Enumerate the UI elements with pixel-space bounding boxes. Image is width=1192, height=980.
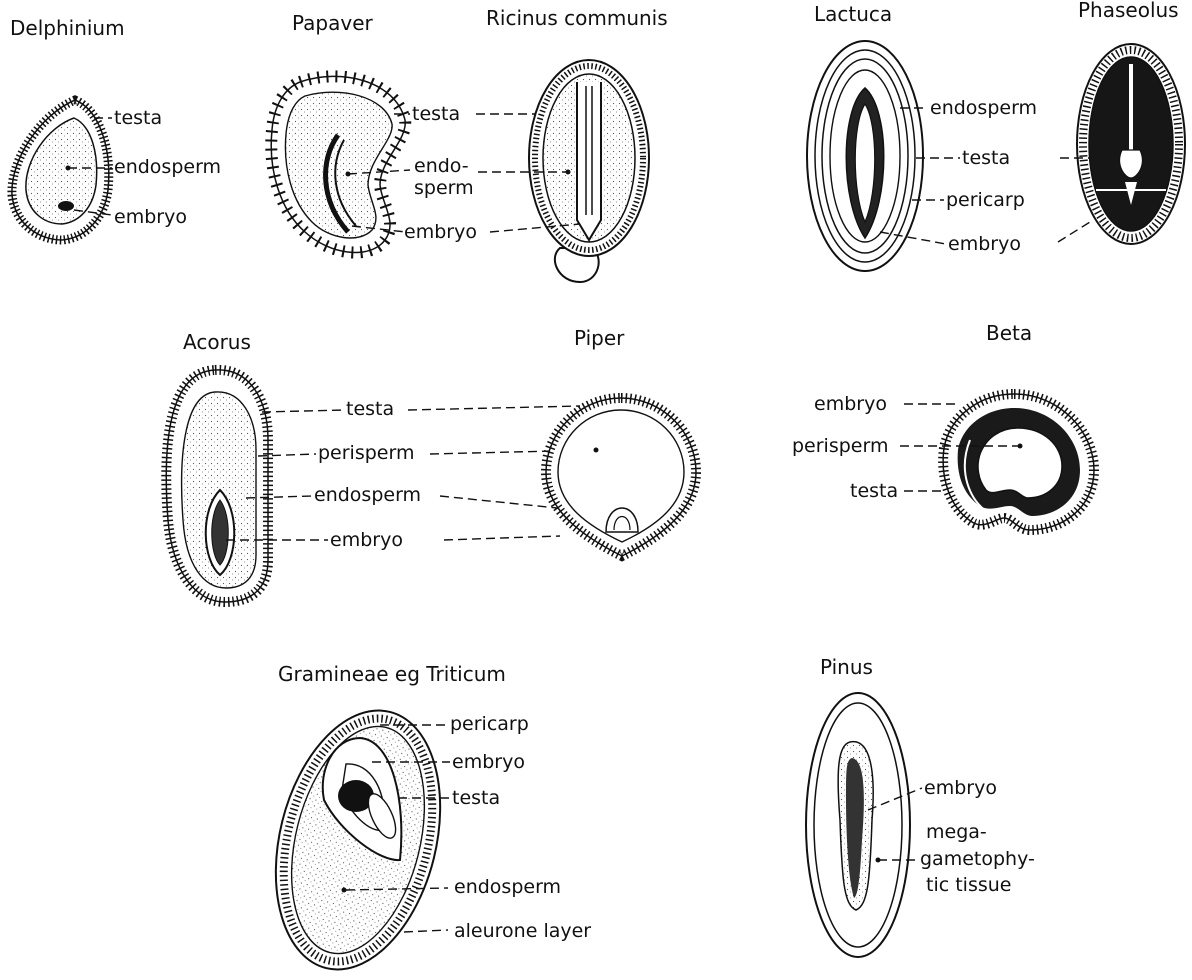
delphinium-title: Delphinium	[10, 16, 125, 40]
lactuca-label-pericarp: pericarp	[946, 189, 1025, 211]
triticum-seed	[250, 693, 465, 980]
beta-label-embryo: embryo	[814, 393, 887, 415]
papaver-panel: Papaver testa endo- sperm embryo	[271, 11, 477, 252]
acorus-label-endosperm: endosperm	[314, 484, 421, 506]
triticum-panel: Gramineae eg Triticum pericarp embryo te…	[250, 662, 591, 980]
lactuca-label-testa: testa	[962, 147, 1010, 169]
papaver-title: Papaver	[292, 11, 374, 35]
pinus-label-mega: mega-	[926, 821, 987, 843]
papaver-label-testa: testa	[412, 103, 460, 125]
beta-panel: Beta embryo perisperm testa	[792, 321, 1094, 530]
phaseolus-title: Phaseolus	[1078, 0, 1179, 22]
acorus-label-testa: testa	[346, 398, 394, 420]
acorus-label-perisperm: perisperm	[318, 442, 414, 464]
beta-label-testa: testa	[850, 480, 898, 502]
triticum-label-testa: testa	[452, 787, 500, 809]
pinus-title: Pinus	[820, 655, 873, 679]
lactuca-label-endosperm: endosperm	[930, 97, 1037, 119]
papaver-seed	[271, 76, 405, 252]
acorus-title: Acorus	[183, 330, 251, 354]
lactuca-label-embryo: embryo	[948, 233, 1021, 255]
papaver-label-embryo: embryo	[404, 221, 477, 243]
triticum-label-embryo: embryo	[452, 751, 525, 773]
papaver-label-endo: endo-	[414, 155, 469, 177]
delphinium-label-embryo: embryo	[114, 206, 187, 228]
beta-label-perisperm: perisperm	[792, 435, 888, 457]
lactuca-seed	[807, 41, 923, 271]
pinus-seed	[806, 693, 910, 957]
ricinus-panel: Ricinus communis	[476, 6, 668, 282]
delphinium-label-endosperm: endosperm	[114, 156, 221, 178]
pinus-label-gametophy: gametophy-	[920, 848, 1035, 870]
triticum-label-aleurone-layer: aleurone layer	[454, 920, 591, 942]
beta-title: Beta	[986, 321, 1032, 345]
piper-panel: Piper	[546, 326, 696, 556]
phaseolus-panel: Phaseolus	[1058, 0, 1185, 244]
papaver-label-sperm: sperm	[414, 177, 474, 199]
pinus-panel: Pinus embryo mega- gametophy- tic tissue	[806, 655, 1035, 957]
triticum-label-pericarp: pericarp	[450, 713, 529, 735]
ricinus-title: Ricinus communis	[486, 6, 668, 30]
piper-title: Piper	[574, 326, 625, 350]
triticum-title: Gramineae eg Triticum	[278, 662, 506, 686]
acorus-label-embryo: embryo	[330, 529, 403, 551]
pinus-label-tic-tissue: tic tissue	[926, 874, 1011, 896]
triticum-label-endosperm: endosperm	[454, 876, 561, 898]
lactuca-panel: Lactuca endosperm testa pericarp embryo	[807, 2, 1037, 271]
delphinium-panel: Delphinium testa endosperm embryo	[10, 16, 221, 240]
beta-seed	[943, 394, 1094, 530]
delphinium-label-testa: testa	[114, 107, 162, 129]
acorus-seed	[166, 370, 268, 602]
pinus-label-embryo: embryo	[924, 777, 997, 799]
piper-seed	[546, 398, 696, 556]
lactuca-title: Lactuca	[814, 2, 892, 26]
delphinium-seed	[12, 100, 109, 240]
ricinus-seed	[529, 60, 649, 282]
phaseolus-seed	[1077, 44, 1185, 244]
